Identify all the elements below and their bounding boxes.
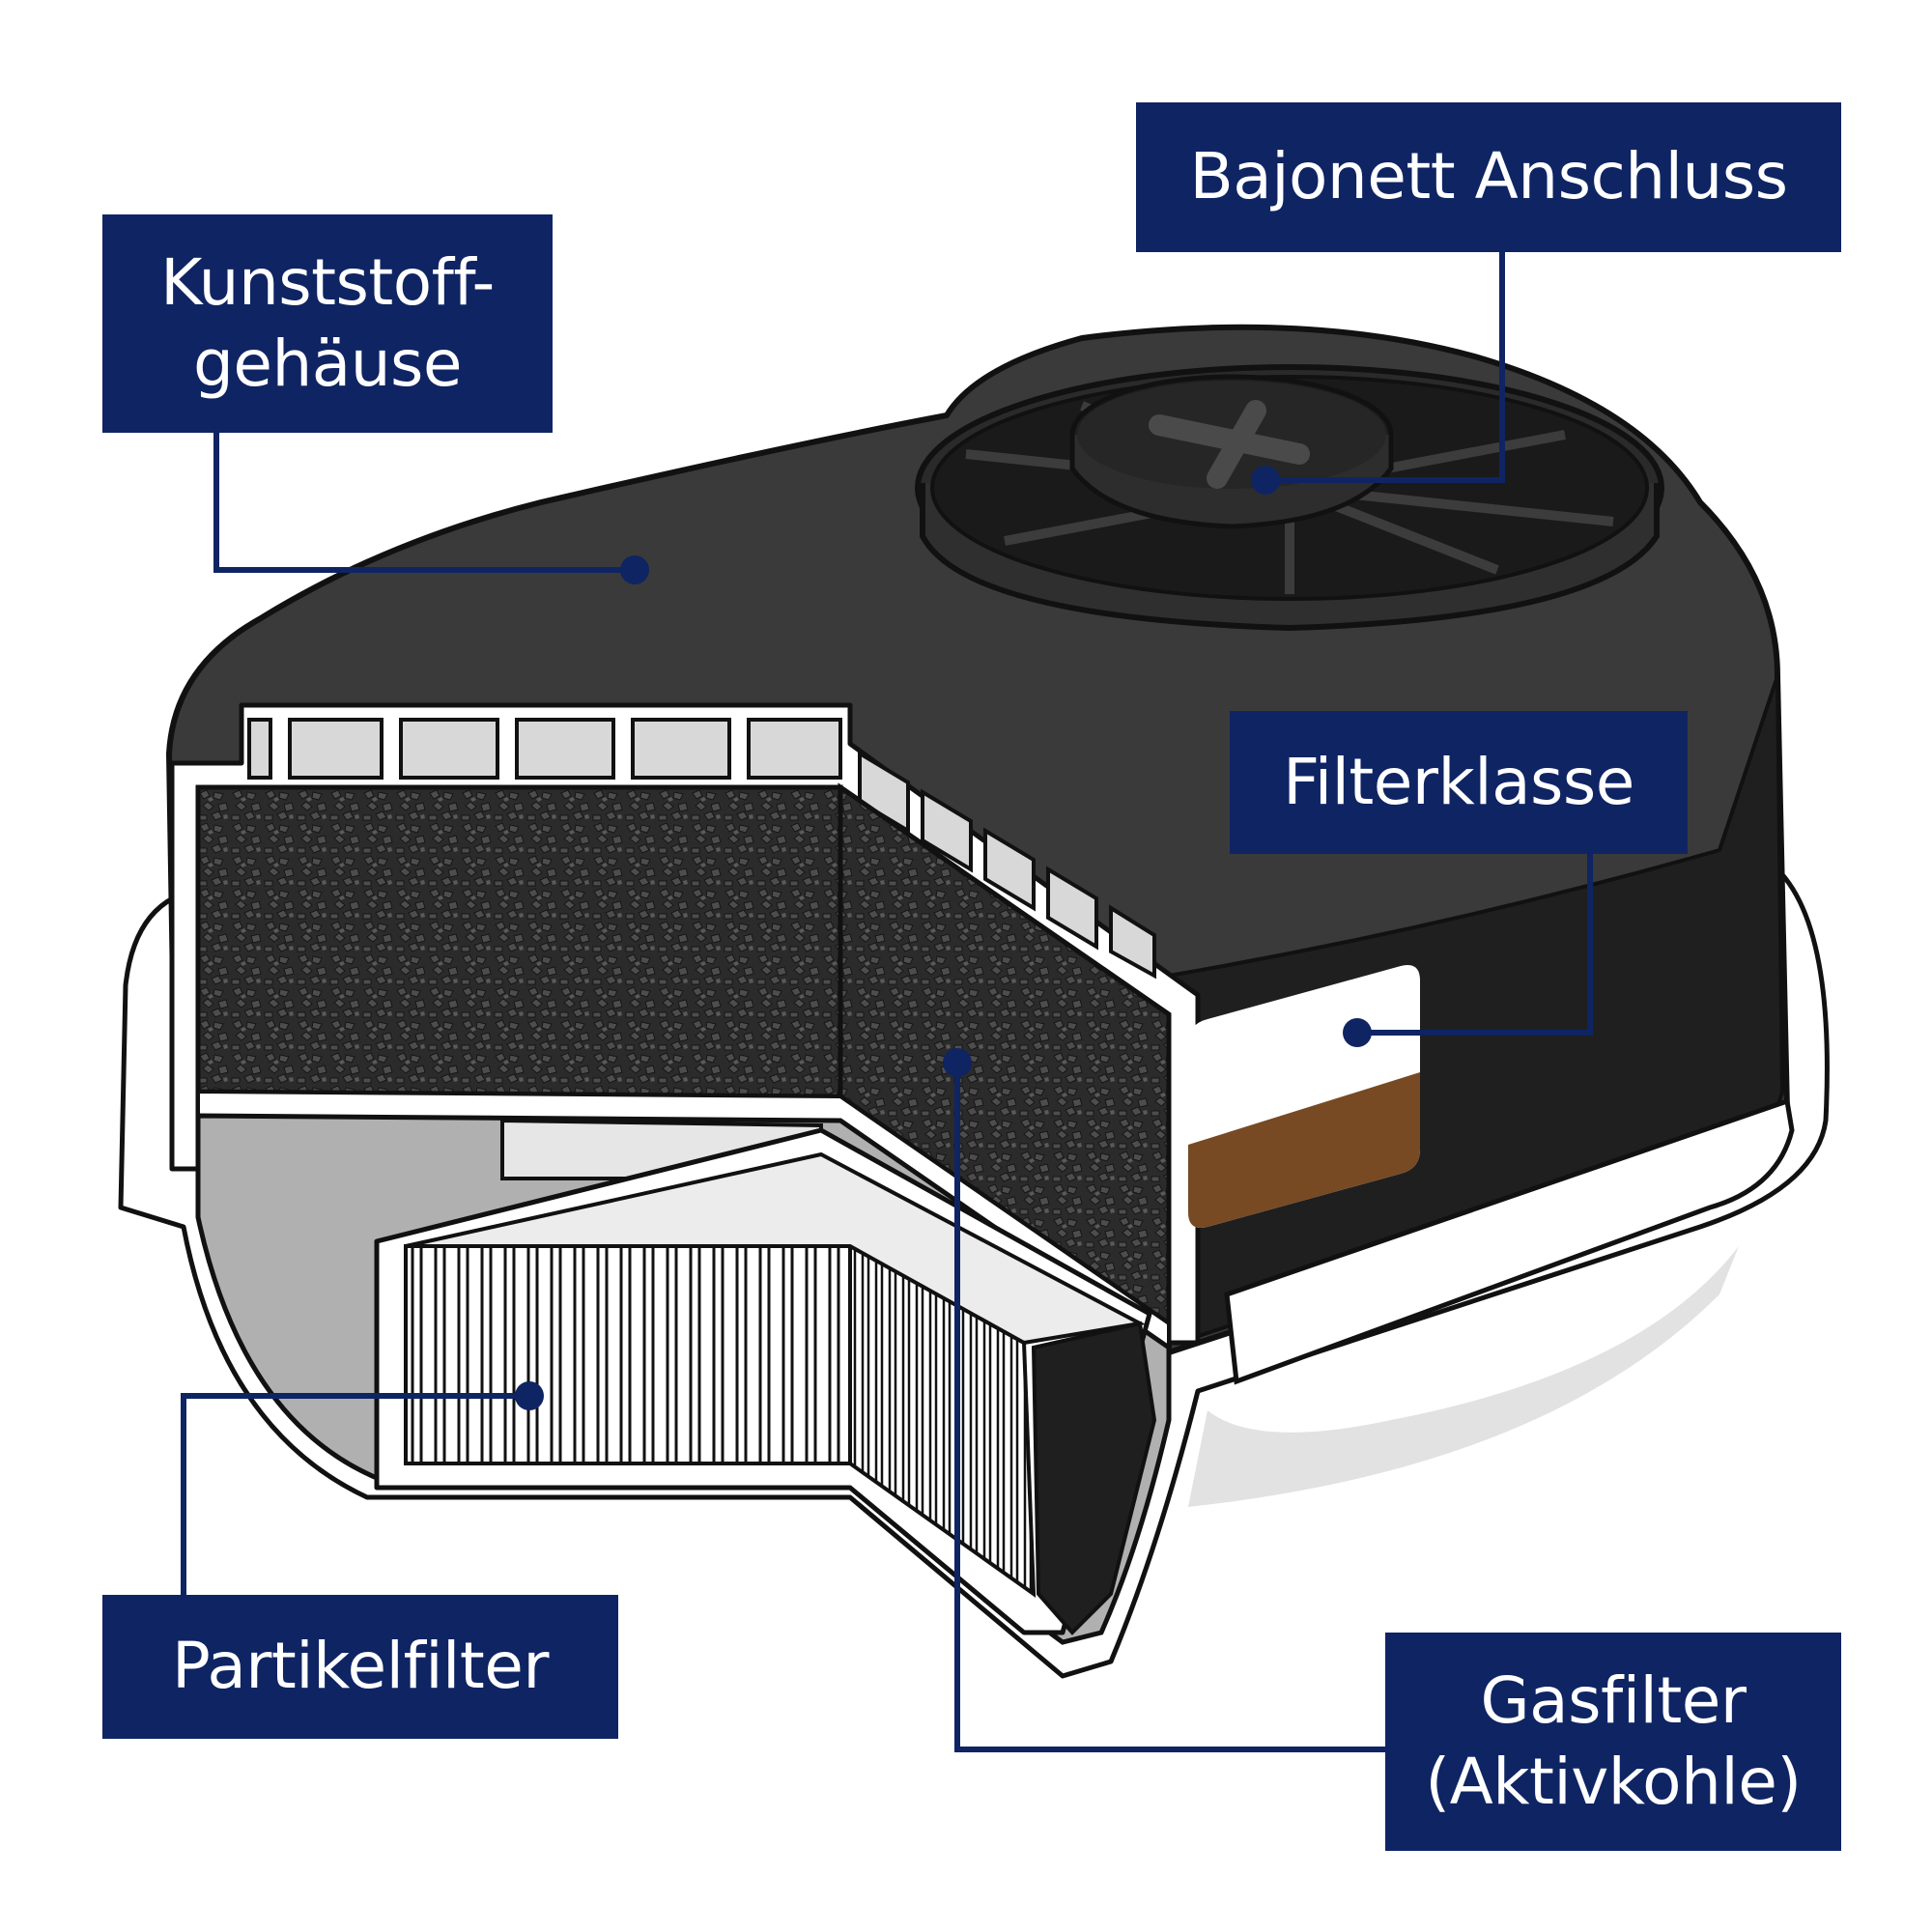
particle-filter-pleats-front [404,1244,852,1465]
bayonet-connector [915,364,1664,632]
leader-partikel [181,1393,529,1595]
label-gasfilter: Gasfilter (Aktivkohle) [1385,1633,1841,1851]
label-gasfilter-line2: (Aktivkohle) [1425,1745,1802,1819]
dot-bajonett [1251,466,1280,495]
gas-filter-carbon-left [195,784,843,1099]
leader-gasfilter [954,1063,1385,1752]
label-kunststoffgehaeuse: Kunststoff- gehäuse [102,214,553,433]
base-trim [1224,1097,1795,1385]
filter-class-color-band [1188,1072,1420,1228]
leader-filterklasse [1357,854,1593,1036]
cutaway-ribs [247,718,1156,980]
leader-dots [515,466,1372,1410]
leader-bajonett [1265,252,1505,483]
label-bajonett-text: Bajonett Anschluss [1189,139,1788,214]
leader-kunststoff [213,433,635,573]
dot-kunststoff [620,555,649,584]
label-gasfilter-line1: Gasfilter [1480,1662,1747,1738]
label-bajonett-anschluss: Bajonett Anschluss [1136,102,1841,252]
lower-shell-shading [1188,1246,1739,1507]
dot-filterklasse [1343,1018,1372,1047]
label-kunststoffgehaeuse-line1: Kunststoff- [160,244,495,320]
label-partikelfilter: Partikelfilter [102,1595,618,1739]
dot-partikel [515,1381,544,1410]
label-filterklasse-text: Filterklasse [1283,744,1634,819]
leader-lines [181,252,1593,1752]
label-partikelfilter-text: Partikelfilter [172,1629,549,1704]
dot-gasfilter [943,1048,972,1077]
label-filterklasse: Filterklasse [1230,711,1688,854]
particle-filter-dark-side [1031,1321,1157,1635]
label-kunststoffgehaeuse-line2: gehäuse [192,327,463,401]
